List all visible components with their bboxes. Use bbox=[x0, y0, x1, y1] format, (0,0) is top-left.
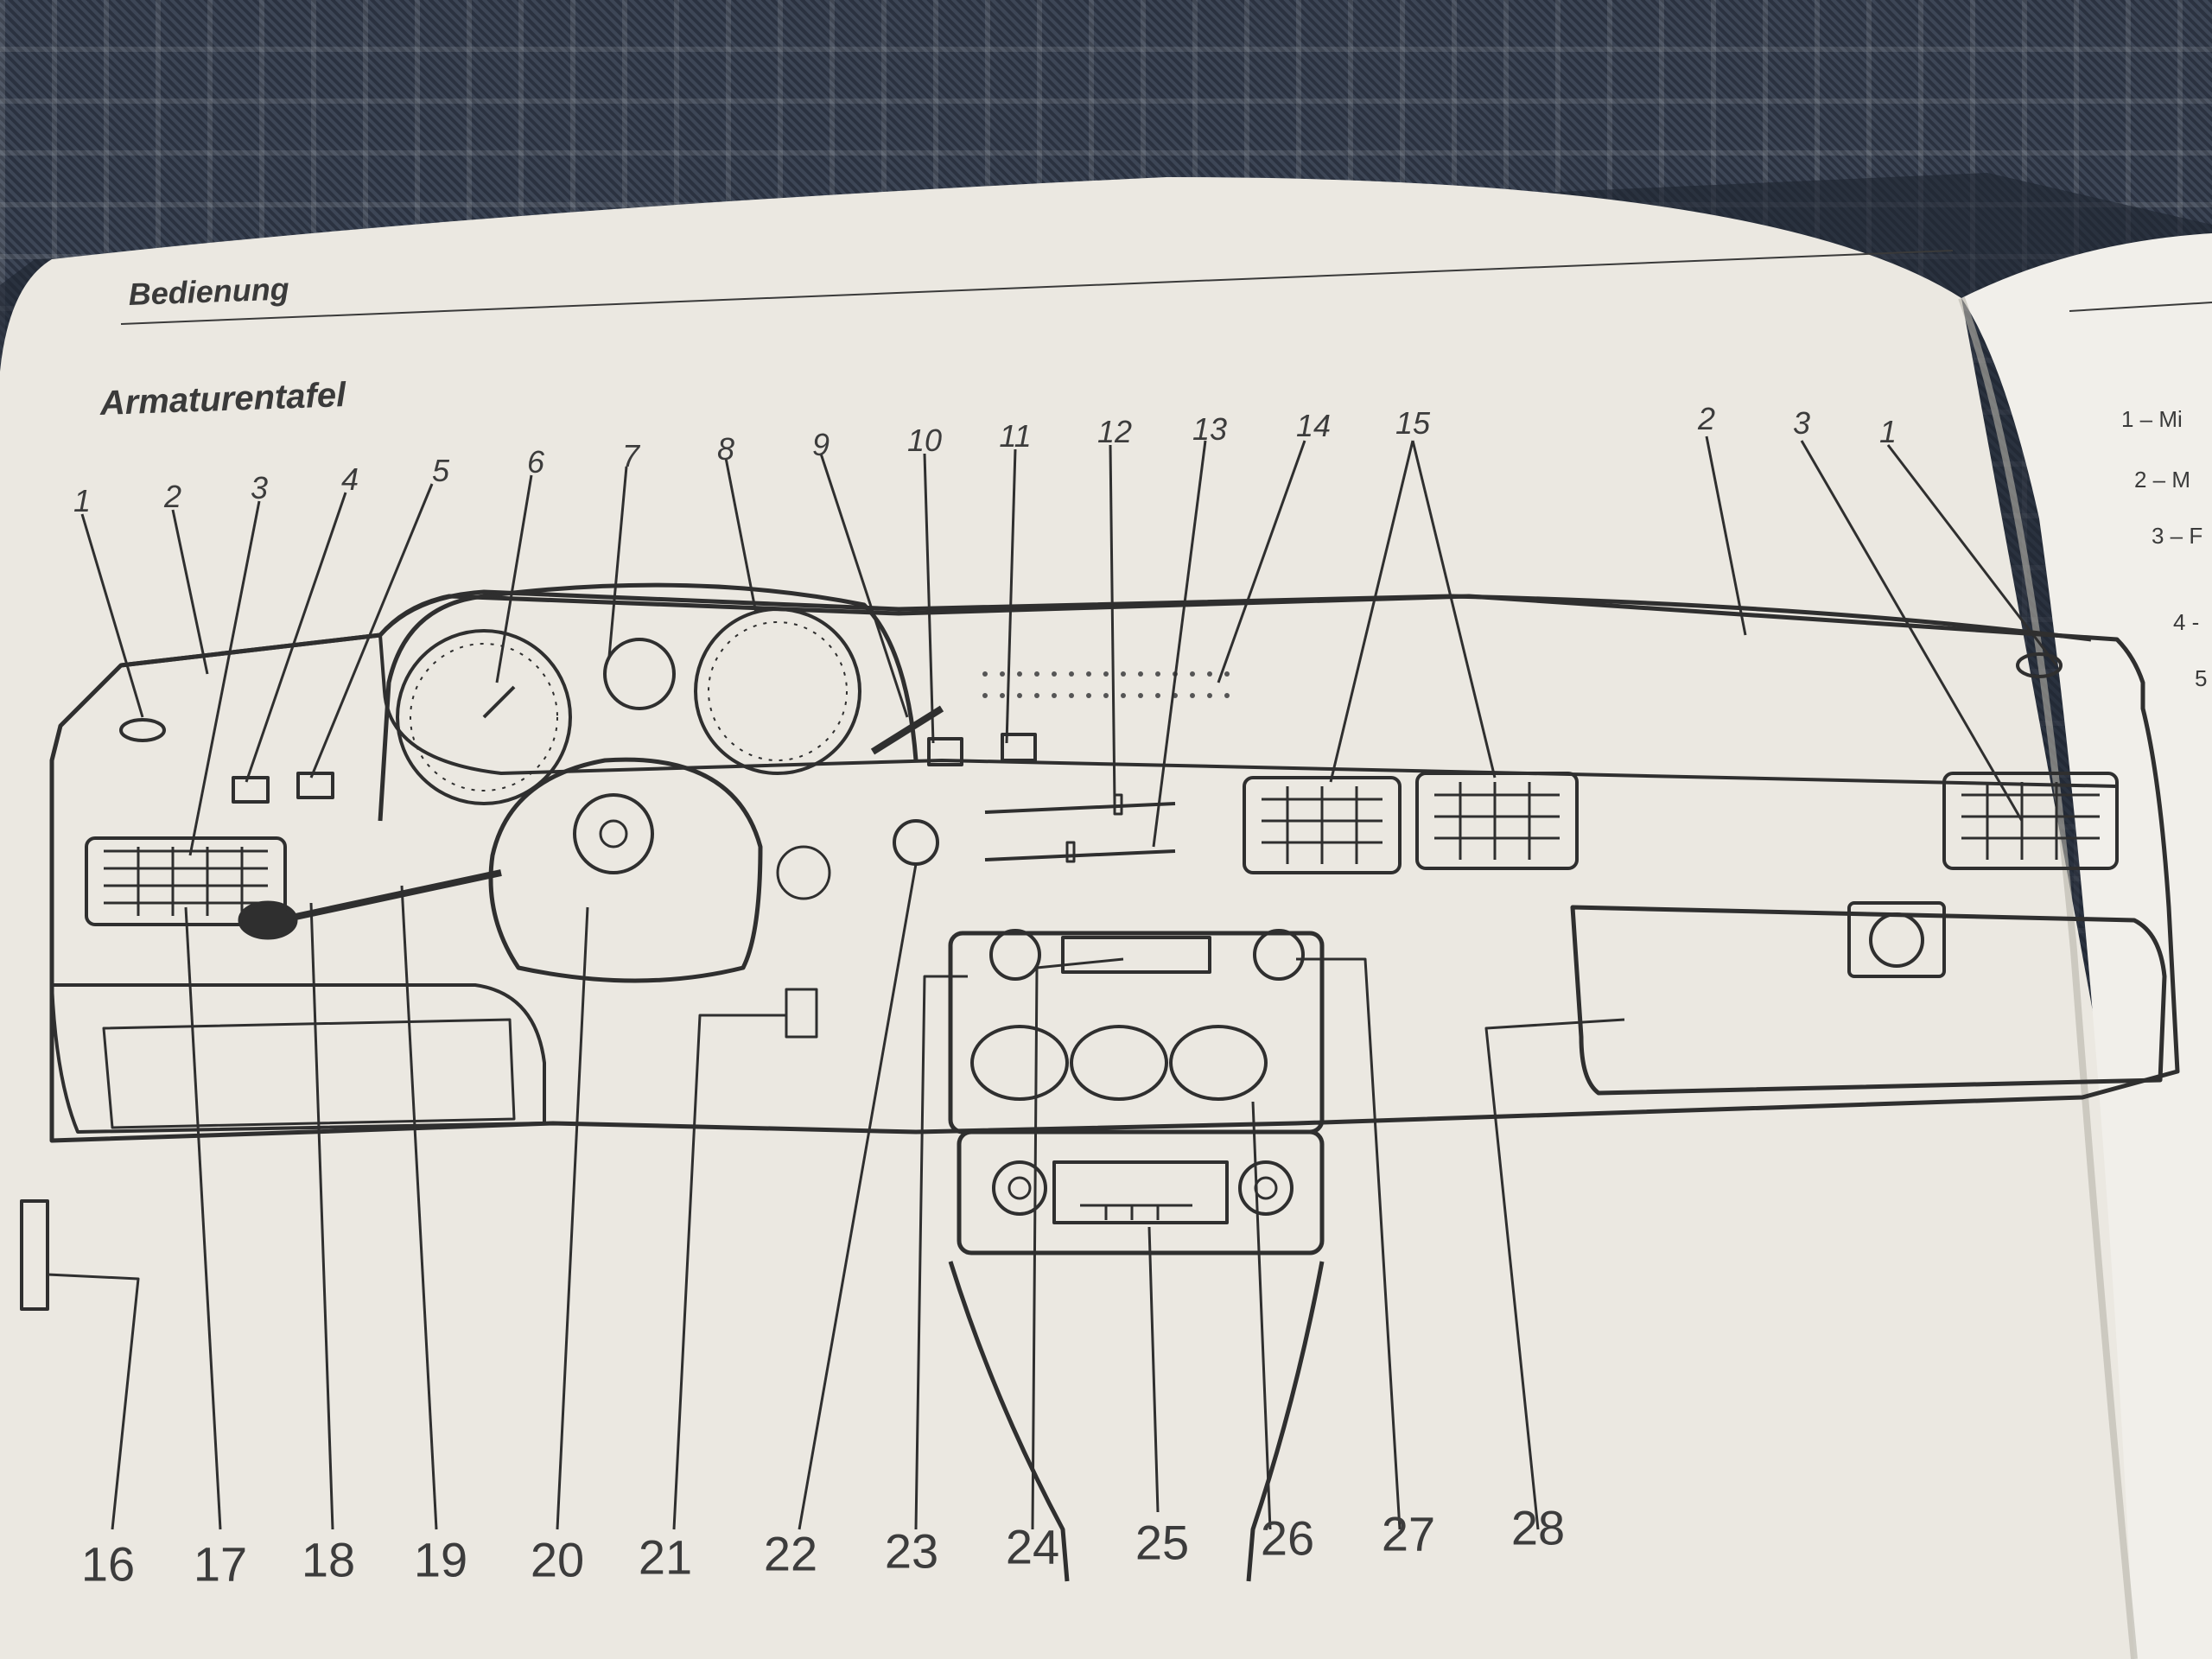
callout-19: 19 bbox=[413, 1532, 468, 1587]
callout-5: 5 bbox=[431, 453, 450, 488]
legend-line-4: 4 - bbox=[2173, 609, 2200, 635]
section-header: Bedienung bbox=[128, 270, 290, 312]
callout-3: 3 bbox=[250, 470, 269, 505]
legend-line-2: 2 – M bbox=[2134, 467, 2191, 493]
callout-14: 14 bbox=[1295, 408, 1332, 443]
callout-7: 7 bbox=[621, 438, 640, 474]
callout-2-right: 2 bbox=[1697, 401, 1716, 436]
callout-26: 26 bbox=[1260, 1510, 1315, 1566]
legend-line-3: 3 – F bbox=[2152, 523, 2203, 549]
callout-3-right: 3 bbox=[1792, 405, 1811, 441]
callout-1-right: 1 bbox=[1878, 414, 1897, 449]
callout-1: 1 bbox=[73, 483, 92, 518]
callout-4: 4 bbox=[340, 461, 359, 497]
legend-line-5: 5 bbox=[2195, 665, 2208, 691]
callout-23: 23 bbox=[884, 1523, 939, 1579]
legend-line-1: 1 – Mi bbox=[2121, 406, 2183, 432]
callout-2: 2 bbox=[163, 479, 182, 514]
callout-8: 8 bbox=[716, 431, 735, 467]
callout-10: 10 bbox=[906, 423, 943, 458]
callout-28: 28 bbox=[1510, 1500, 1566, 1555]
callout-24: 24 bbox=[1005, 1519, 1060, 1574]
callout-6: 6 bbox=[526, 444, 545, 480]
callout-9: 9 bbox=[811, 427, 830, 462]
callout-27: 27 bbox=[1381, 1506, 1436, 1561]
callout-22: 22 bbox=[763, 1526, 818, 1581]
callout-20: 20 bbox=[530, 1532, 585, 1587]
callout-15: 15 bbox=[1395, 405, 1431, 441]
right-page bbox=[1961, 233, 2212, 1659]
callout-25: 25 bbox=[1135, 1515, 1190, 1570]
callout-13: 13 bbox=[1192, 411, 1228, 447]
callout-18: 18 bbox=[301, 1532, 356, 1587]
callout-11: 11 bbox=[999, 418, 1032, 454]
left-page bbox=[0, 177, 2212, 1659]
callout-16: 16 bbox=[80, 1536, 136, 1592]
callout-17: 17 bbox=[193, 1536, 248, 1592]
callout-21: 21 bbox=[638, 1529, 693, 1585]
dashboard-diagram bbox=[20, 435, 2180, 1582]
callout-12: 12 bbox=[1096, 414, 1133, 449]
